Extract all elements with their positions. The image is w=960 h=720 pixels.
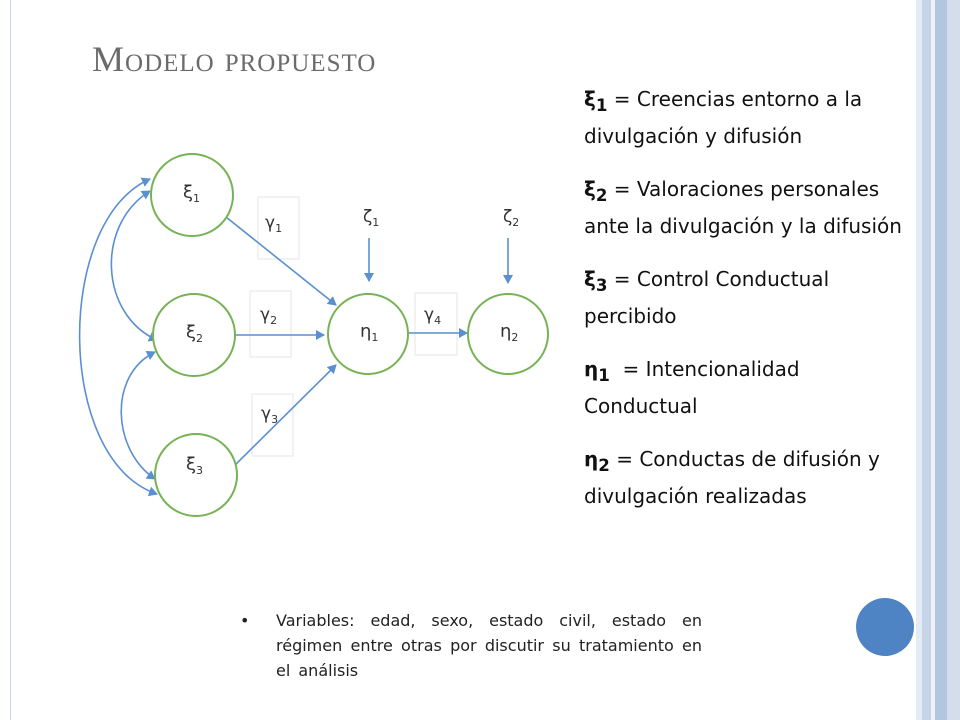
decorative-blue-circle: [856, 598, 914, 656]
covariance-arc-xi2-xi3: [120, 351, 156, 480]
node-eta2-label: η2: [500, 321, 518, 344]
node-xi1-label: ξ1: [183, 182, 200, 205]
bullet-note: • Variables: edad, sexo, estado civil, e…: [240, 608, 702, 683]
disturbance-label-zeta2: ζ2: [503, 207, 519, 229]
legend-item-xi1: ξ1 = Creencias entorno a la divulgación …: [584, 87, 863, 148]
variable-legend: ξ1 = Creencias entorno a la divulgación …: [584, 84, 904, 534]
node-xi1-circle: [150, 153, 234, 237]
path-label-gamma4: γ4: [424, 305, 441, 327]
label-boxes: [249, 196, 458, 457]
node-xi2-circle: [152, 293, 236, 377]
decorative-side-strip: [916, 0, 960, 720]
node-xi3-label: ξ3: [186, 454, 203, 477]
covariance-arc-xi1-xi2: [110, 190, 158, 342]
node-eta1-circle: [327, 293, 409, 375]
node-eta1-label: η1: [360, 321, 378, 344]
path-label-gamma3: γ3: [261, 404, 278, 426]
bullet-marker: •: [240, 611, 250, 630]
path-arrow-xi3-eta1: [229, 364, 337, 471]
node-eta2-circle: [467, 293, 549, 375]
legend-item-eta1: η1 = Intencionalidad Conductual: [584, 357, 806, 418]
left-border-rule: [0, 0, 11, 720]
node-xi3-circle: [154, 433, 238, 517]
slide-title: Modelo propuesto: [92, 39, 377, 79]
covariance-arc-xi1-xi3: [78, 177, 158, 497]
legend-item-xi3: ξ3 = Control Conductual percibido: [584, 267, 830, 328]
path-label-gamma2: γ2: [260, 305, 277, 327]
path-label-gamma1: γ1: [265, 213, 282, 235]
legend-item-xi2: ξ2 = Valoraciones personales ante la div…: [584, 177, 902, 238]
disturbance-label-zeta1: ζ1: [363, 207, 379, 229]
path-arrow-xi1-eta1: [225, 216, 337, 306]
node-xi2-label: ξ2: [186, 322, 203, 345]
legend-item-eta2: η2 = Conductas de difusión y divulgación…: [584, 447, 880, 508]
bullet-text: Variables: edad, sexo, estado civil, est…: [276, 611, 702, 680]
